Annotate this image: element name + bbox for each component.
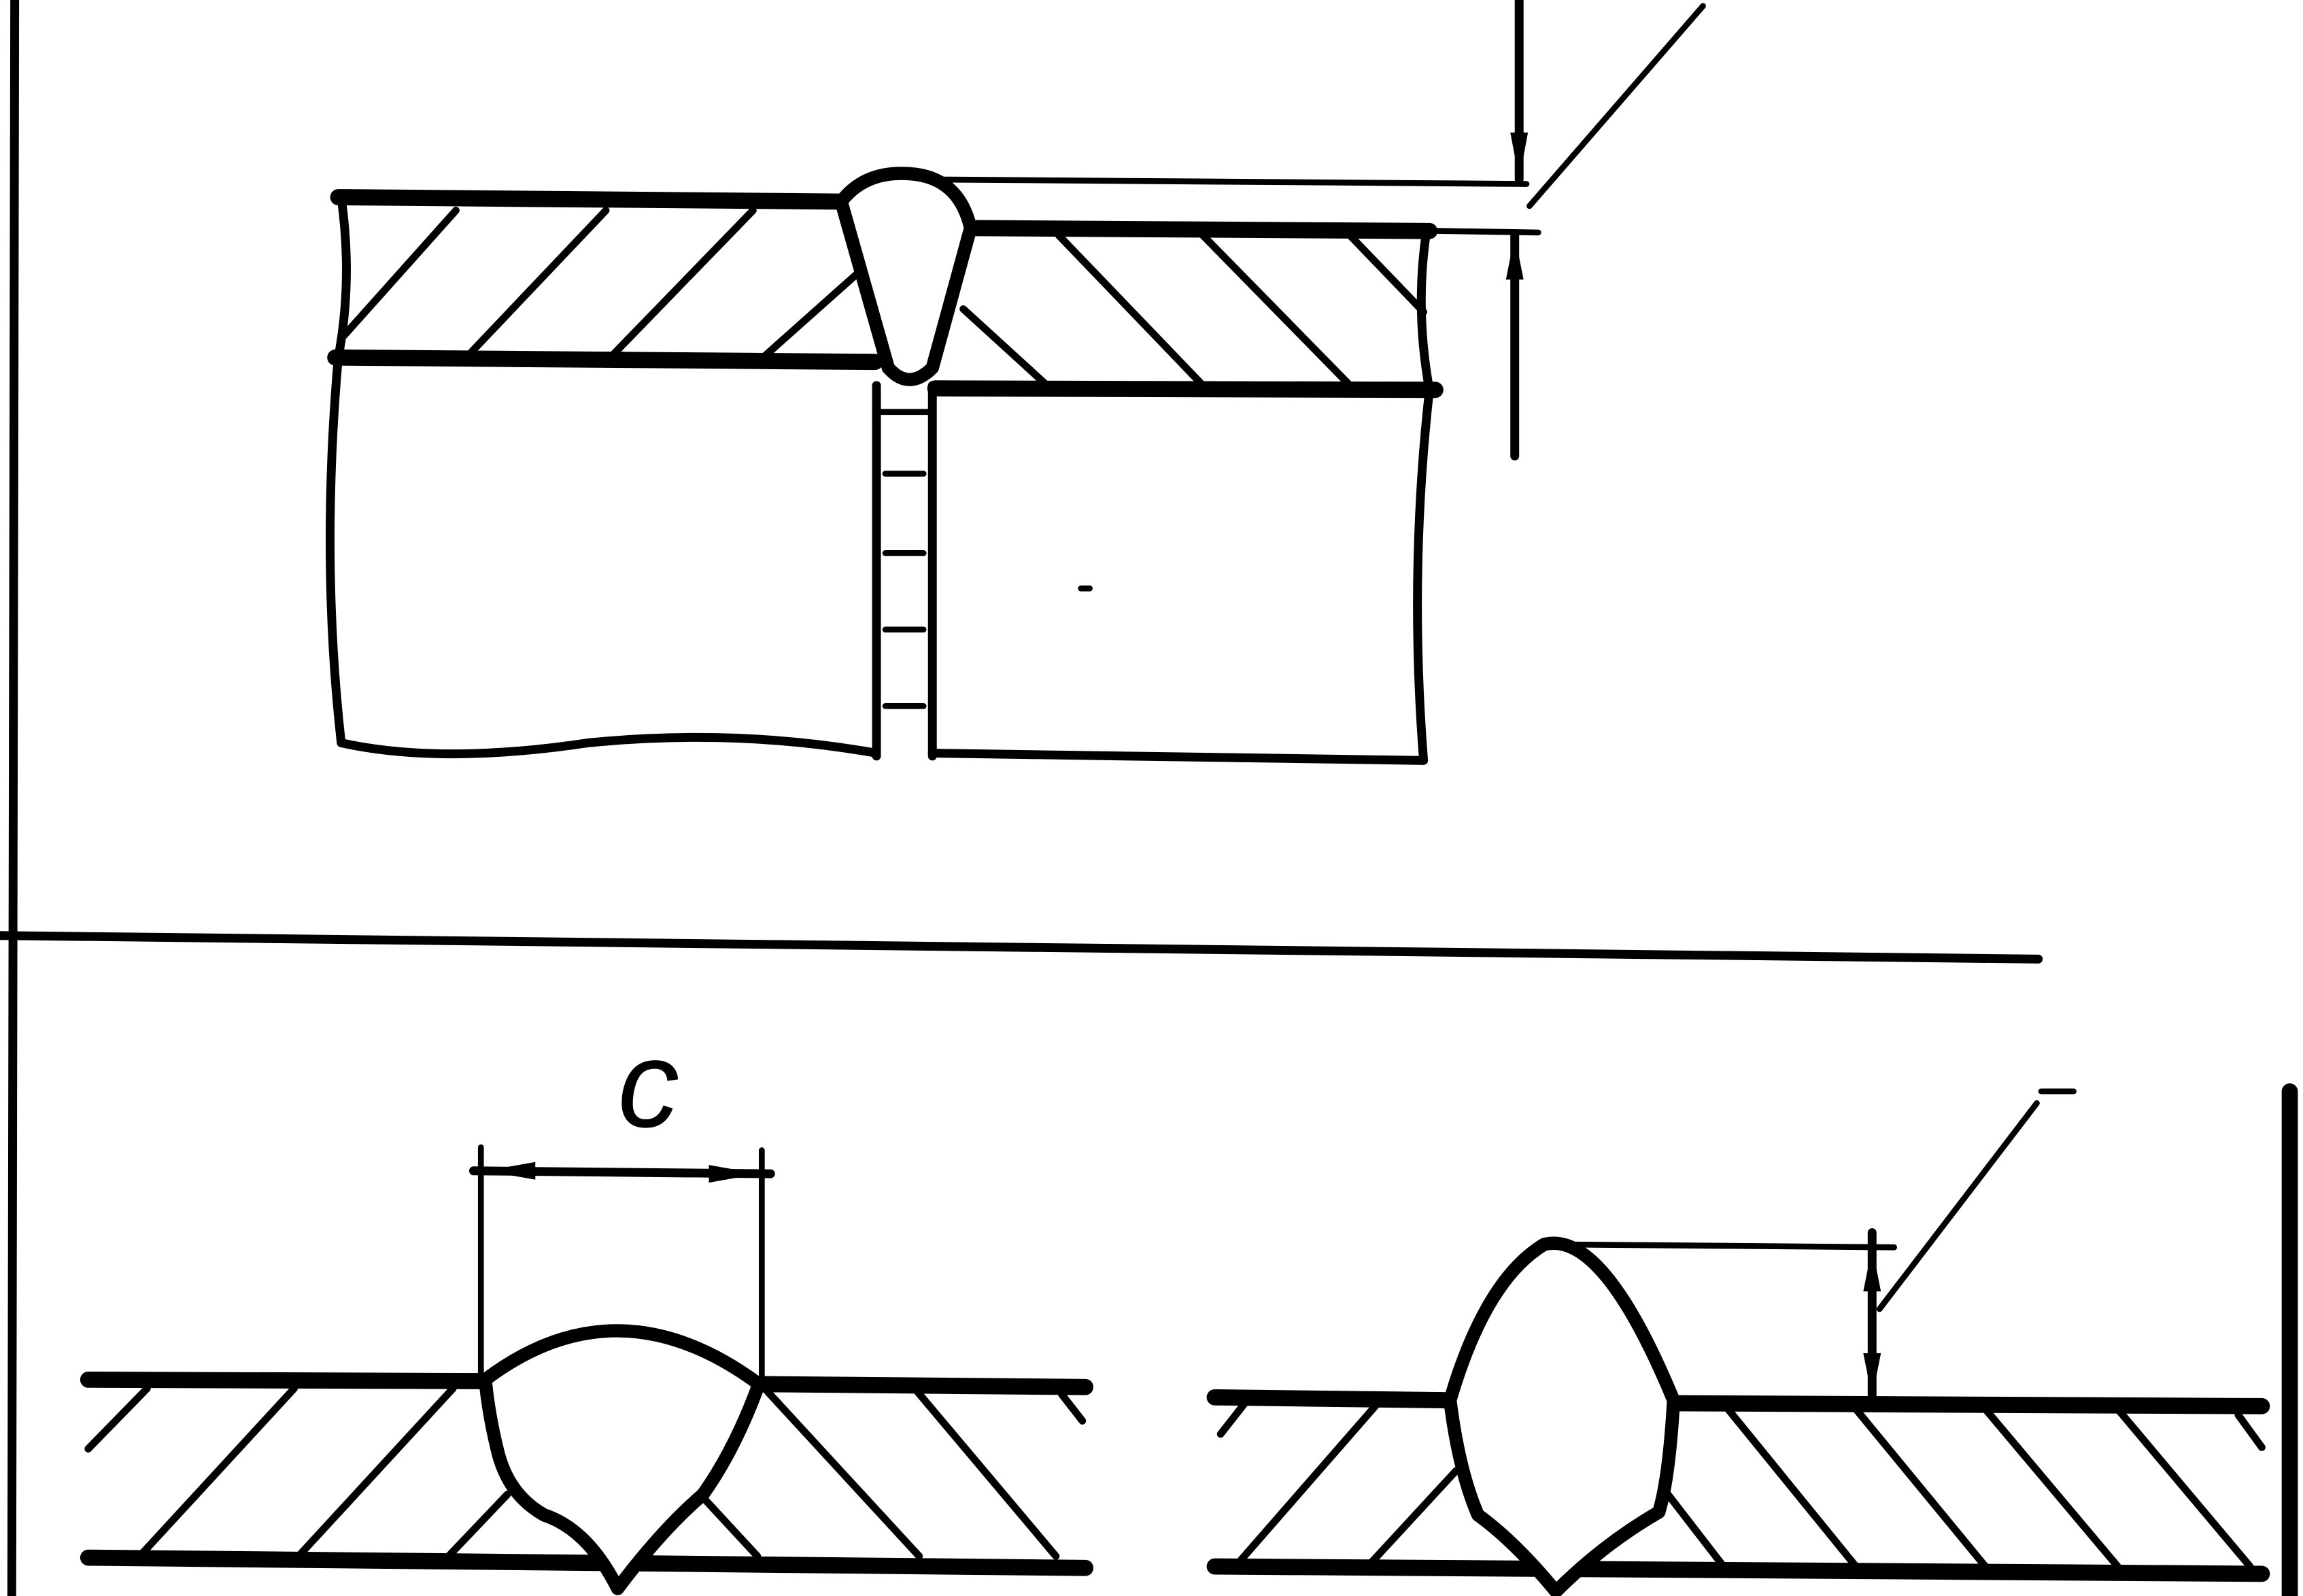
weld-seam-column (872, 381, 937, 761)
top-dimension-arrow-down (1510, 132, 1529, 180)
bottom-right-dimension-arrow-down (1863, 1353, 1881, 1397)
top-plate-outline (330, 189, 850, 210)
bottom-right-plate-top-edge-right (1665, 1395, 2270, 1414)
bottom-left-hatch (84, 1385, 1087, 1560)
top-plate-left-hatch (340, 207, 863, 360)
top-extension-line-upper (938, 176, 1530, 187)
base-block-right-outline (927, 385, 1434, 765)
top-weld-view (325, 0, 1706, 765)
dimension-c-label: c (617, 1016, 679, 1153)
bottom-right-plate-top-edge-left (1206, 1389, 1458, 1409)
bottom-right-leader-line (1876, 1100, 2040, 1312)
bottom-right-weld-view (1206, 1088, 2270, 1596)
base-block-left-outline (325, 353, 881, 759)
top-plate-right-hatch (959, 231, 1428, 390)
top-weld-bead (834, 167, 978, 386)
top-plate-bottom-edge-left (327, 349, 883, 371)
bottom-left-weld-bead (479, 1324, 766, 1595)
top-extension-line-lower (974, 220, 1541, 236)
top-dimension-arrow-up (1505, 235, 1524, 280)
bottom-right-hatch (1216, 1396, 2266, 1570)
top-leader-line (1526, 3, 1706, 209)
dimension-c-arrow-left (485, 1161, 536, 1180)
top-plate-right-broken-edge (1416, 226, 1434, 394)
frame-left-border (7, 0, 20, 1596)
bottom-right-dimension-arrow-up (1863, 1247, 1881, 1292)
view-separator-line (0, 931, 2043, 964)
weld-seam-ladder (873, 409, 936, 709)
bottom-left-plate-bottom-edge (80, 1549, 1094, 1576)
top-plate-bottom-edge-right (927, 380, 1444, 398)
bottom-right-plate-bottom-edge (1206, 1558, 2270, 1582)
dimension-c-arrow-right (709, 1165, 760, 1183)
bottom-right-extension-line (1552, 1241, 1898, 1251)
bottom-left-plate-top-edge-right (751, 1376, 1094, 1395)
bottom-right-weld-bead (1443, 1236, 1681, 1596)
bottom-left-plate-top-edge-left (80, 1372, 494, 1389)
top-plate-left-broken-edge (333, 192, 351, 362)
bottom-left-weld-view: c (80, 1016, 1094, 1595)
